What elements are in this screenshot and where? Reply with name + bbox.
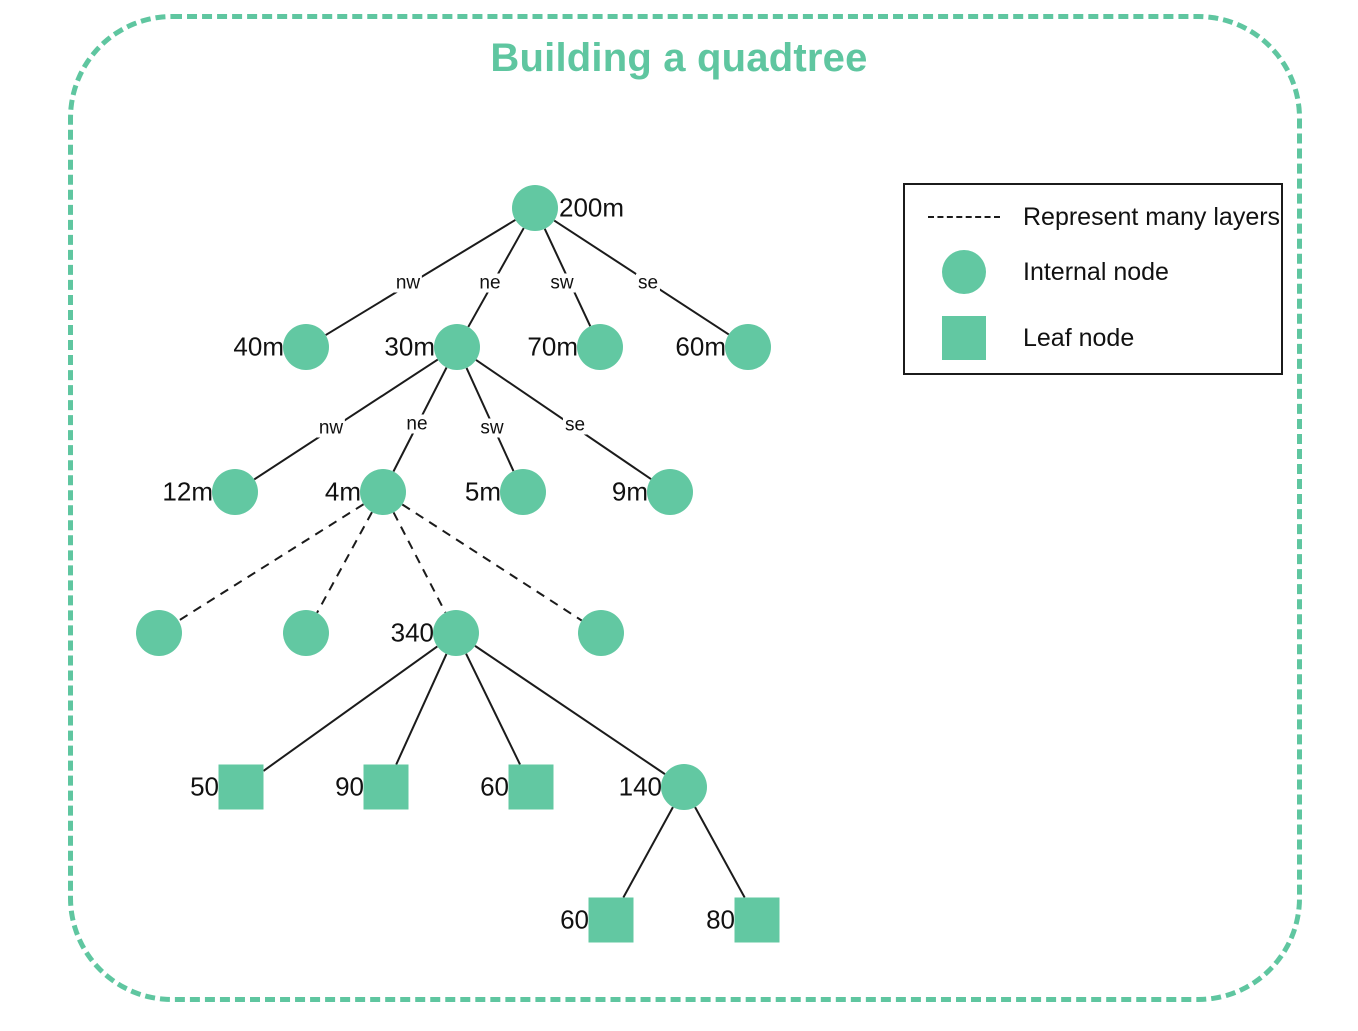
legend-label-internal-node: Internal node bbox=[1023, 257, 1169, 286]
internal-node[interactable] bbox=[136, 610, 182, 656]
tree-edge bbox=[395, 653, 448, 765]
node-label-9m: 9m bbox=[611, 476, 648, 507]
internal-node-60m[interactable] bbox=[725, 324, 771, 370]
legend-item-leaf-node: Leaf node bbox=[905, 306, 1281, 370]
legend-item-internal-node: Internal node bbox=[905, 240, 1281, 304]
square-icon bbox=[905, 316, 1023, 360]
internal-node-12m[interactable] bbox=[212, 469, 258, 515]
node-label-60: 60 bbox=[480, 771, 509, 802]
internal-node-5m[interactable] bbox=[500, 469, 546, 515]
tree-edge bbox=[262, 645, 438, 772]
internal-node-70m[interactable] bbox=[577, 324, 623, 370]
tree-edge bbox=[316, 511, 373, 614]
internal-node[interactable] bbox=[283, 610, 329, 656]
legend-label-many-layers: Represent many layers bbox=[1023, 202, 1281, 231]
node-label-340: 340 bbox=[390, 617, 434, 648]
node-label-80: 80 bbox=[706, 904, 735, 935]
node-label-200m: 200m bbox=[559, 192, 625, 223]
internal-node-340[interactable] bbox=[433, 610, 479, 656]
edge-label-se: se bbox=[635, 272, 661, 294]
edge-label-nw: nw bbox=[316, 417, 346, 439]
tree-edge bbox=[392, 511, 447, 614]
legend-item-many-layers: Represent many layers bbox=[905, 185, 1281, 249]
leaf-node-60[interactable] bbox=[588, 897, 634, 943]
tree-edge bbox=[253, 358, 439, 481]
tree-edge bbox=[622, 806, 674, 898]
internal-node-4m[interactable] bbox=[360, 469, 406, 515]
edge-label-ne: ne bbox=[404, 413, 430, 435]
tree-edge bbox=[401, 503, 583, 622]
leaf-node-60[interactable] bbox=[508, 764, 554, 810]
node-label-30m: 30m bbox=[384, 331, 435, 362]
leaf-node-50[interactable] bbox=[218, 764, 264, 810]
node-label-50: 50 bbox=[190, 771, 219, 802]
edge-label-nw: nw bbox=[393, 272, 423, 294]
circle-icon bbox=[905, 250, 1023, 294]
legend-label-leaf-node: Leaf node bbox=[1023, 323, 1135, 352]
edge-label-sw: sw bbox=[548, 272, 576, 294]
edge-layer bbox=[177, 219, 746, 898]
tree-edge bbox=[694, 806, 746, 898]
dashed-line-icon bbox=[905, 216, 1023, 218]
tree-edge bbox=[465, 653, 521, 765]
node-label-4m: 4m bbox=[324, 476, 361, 507]
edge-label-se: se bbox=[562, 414, 588, 436]
node-label-12m: 12m bbox=[162, 476, 213, 507]
internal-node-140[interactable] bbox=[661, 764, 707, 810]
leaf-node-90[interactable] bbox=[363, 764, 409, 810]
page-title: Building a quadtree bbox=[490, 36, 868, 80]
leaf-node-80[interactable] bbox=[734, 897, 780, 943]
edge-label-ne: ne bbox=[477, 272, 503, 294]
node-label-5m: 5m bbox=[464, 476, 501, 507]
tree-edge bbox=[474, 645, 666, 775]
edge-label-sw: sw bbox=[478, 417, 506, 439]
legend-box: Represent many layers Internal node Leaf… bbox=[903, 183, 1283, 375]
internal-node-9m[interactable] bbox=[647, 469, 693, 515]
node-label-60m: 60m bbox=[675, 331, 726, 362]
node-label-40m: 40m bbox=[233, 331, 284, 362]
internal-node-40m[interactable] bbox=[283, 324, 329, 370]
internal-node-200m[interactable] bbox=[512, 185, 558, 231]
node-label-60: 60 bbox=[560, 904, 589, 935]
node-label-70m: 70m bbox=[527, 331, 578, 362]
node-label-140: 140 bbox=[618, 771, 662, 802]
node-label-90: 90 bbox=[335, 771, 364, 802]
tree-edge bbox=[177, 503, 365, 622]
internal-node[interactable] bbox=[578, 610, 624, 656]
internal-node-30m[interactable] bbox=[434, 324, 480, 370]
